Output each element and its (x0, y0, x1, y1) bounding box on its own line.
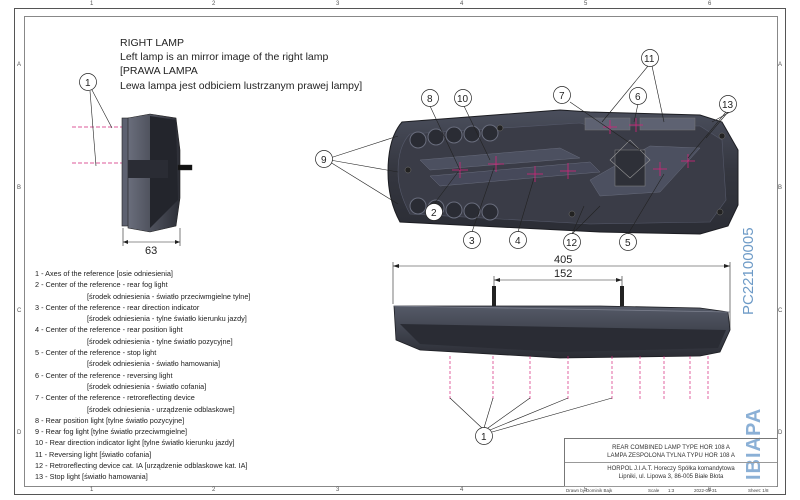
callout-1-bottom: 1 (481, 432, 487, 443)
scale-value: 1:3 (668, 488, 675, 493)
callout-7: 7 (559, 91, 565, 102)
legend-line: 6 - Center of the reference - reversing … (35, 370, 173, 380)
company-name: HORPOL J.I.A.T. Horeczy Spółka komandyto… (607, 466, 735, 472)
dim-stud-spacing: 152 (554, 268, 572, 280)
front-callouts (329, 65, 731, 235)
title-divider (565, 462, 777, 463)
grid-column-2-bottom: 2 (212, 487, 216, 493)
legend-line: 7 - Center of the reference - retrorefle… (35, 393, 195, 403)
dim-overall-length: 405 (554, 254, 572, 266)
grid-column-5: 5 (584, 1, 588, 7)
legend-line: 5 - Center of the reference - stop light (35, 348, 157, 358)
lamp-notes: RIGHT LAMP Left lamp is an mirror image … (120, 36, 362, 93)
grid-row-c-right: C (778, 308, 783, 314)
grid-column-1-bottom: 1 (90, 487, 94, 493)
legend-line: [środek odniesienia - światło przeciwmgi… (87, 291, 251, 301)
legend-line: 10 - Rear direction indicator light [tyl… (35, 438, 235, 448)
legend-line: 13 - Stop light [światło hamowania] (35, 472, 148, 482)
grid-column-4-bottom: 4 (460, 487, 464, 493)
legend-line: 11 - Reversing light [światło cofania] (35, 449, 152, 459)
callout-3: 3 (469, 236, 475, 247)
grid-row-d-right: D (778, 430, 783, 436)
grid-column-2: 2 (212, 1, 216, 7)
callout-badges: 9 8 10 7 6 11 13 2 3 4 12 5 (315, 49, 737, 251)
title-block: REAR COMBINED LAMP TYPE HOR 108 A LAMPA … (564, 438, 777, 487)
drawing-frame (14, 8, 786, 495)
grid-column-5-bottom: 5 (584, 487, 588, 493)
document-id: PC22100005 (740, 227, 757, 315)
grid-column-1: 1 (90, 1, 94, 7)
grid-column-3: 3 (336, 1, 340, 7)
legend-line: 4 - Center of the reference - rear posit… (35, 325, 183, 335)
grid-column-4: 4 (460, 1, 464, 7)
callout-1-side: 1 (85, 78, 91, 89)
note-right-lamp: RIGHT LAMP (120, 37, 184, 49)
legend-line: 8 - Rear position light [tylne światło p… (35, 415, 185, 425)
reference-legend: 1 - Axes of the reference [osie odniesie… (35, 268, 250, 483)
legend-line: [środek odniesienia - urządzenie odblask… (87, 404, 235, 414)
grid-row-d: D (17, 430, 22, 436)
grid-column-6-bottom: 6 (708, 487, 712, 493)
company-address: Lipniki, ul. Lipowa 3, 86-005 Białe Błot… (618, 474, 724, 480)
note-prawa-lampa: [PRAWA LAMPA (120, 65, 198, 78)
front-view (387, 109, 739, 235)
callout-10: 10 (457, 94, 469, 105)
legend-line: [środek odniesienia - tylne światło kier… (87, 314, 247, 324)
callout-4: 4 (515, 236, 521, 247)
callout-12: 12 (566, 238, 578, 249)
grid-row-b: B (17, 185, 22, 191)
legend-line: 1 - Axes of the reference [osie odniesie… (35, 269, 173, 278)
bottom-view: 405 152 (392, 254, 731, 445)
callout-2: 2 (431, 208, 437, 219)
callout-5: 5 (625, 238, 631, 249)
grid-row-b-right: B (778, 185, 783, 191)
legend-line: 12 - Retroreflecting device cat. IA [urz… (35, 461, 248, 471)
drawing-date: 2022-05-31 (694, 488, 718, 493)
title-footer: Drawn by: Dominik Bajk Scale 1:3 2022-05… (564, 486, 776, 494)
side-view: 63 1 (72, 73, 193, 257)
grid-column-3-bottom: 3 (336, 487, 340, 493)
callout-13: 13 (722, 100, 734, 111)
callout-8: 8 (427, 94, 433, 105)
grid-column-6: 6 (708, 1, 712, 7)
dim-side-depth: 63 (145, 245, 157, 257)
legend-line: [środek odniesienia - tylne światło pozy… (87, 336, 233, 346)
callout-6: 6 (635, 92, 641, 103)
scale-label: Scale (648, 488, 660, 493)
title-line-pl: LAMPA ZESPOLONA TYLNA TYPU HOR 108 A (607, 453, 735, 459)
drawn-by-label: Drawn by: (566, 488, 587, 493)
callout-11: 11 (644, 54, 655, 65)
grid-row-c: C (17, 308, 22, 314)
legend-line: 3 - Center of the reference - rear direc… (35, 302, 200, 312)
legend-line: [środek odniesienia - światło hamowania] (87, 359, 221, 369)
callout-9: 9 (321, 155, 327, 166)
sheet-number: Sheet: 1/8 (748, 488, 769, 493)
grid-row-a: A (17, 62, 22, 68)
note-lustrzanym: Lewa lampa jest odbiciem lustrzanym praw… (120, 79, 363, 92)
legend-line: 2 - Center of the reference - rear fog l… (35, 280, 168, 290)
legend-line: 9 - Rear fog light [tylne światło przeci… (35, 427, 188, 437)
drawing-inner-border (24, 16, 778, 487)
legend-line: [środek odniesienia - światło cofania] (87, 381, 207, 391)
drawn-by-value: Dominik Bajk (586, 488, 613, 493)
note-mirror: Left lamp is an mirror image of the righ… (120, 51, 329, 64)
grid-row-a-right: A (778, 62, 783, 68)
title-line-en: REAR COMBINED LAMP TYPE HOR 108 A (612, 445, 730, 451)
